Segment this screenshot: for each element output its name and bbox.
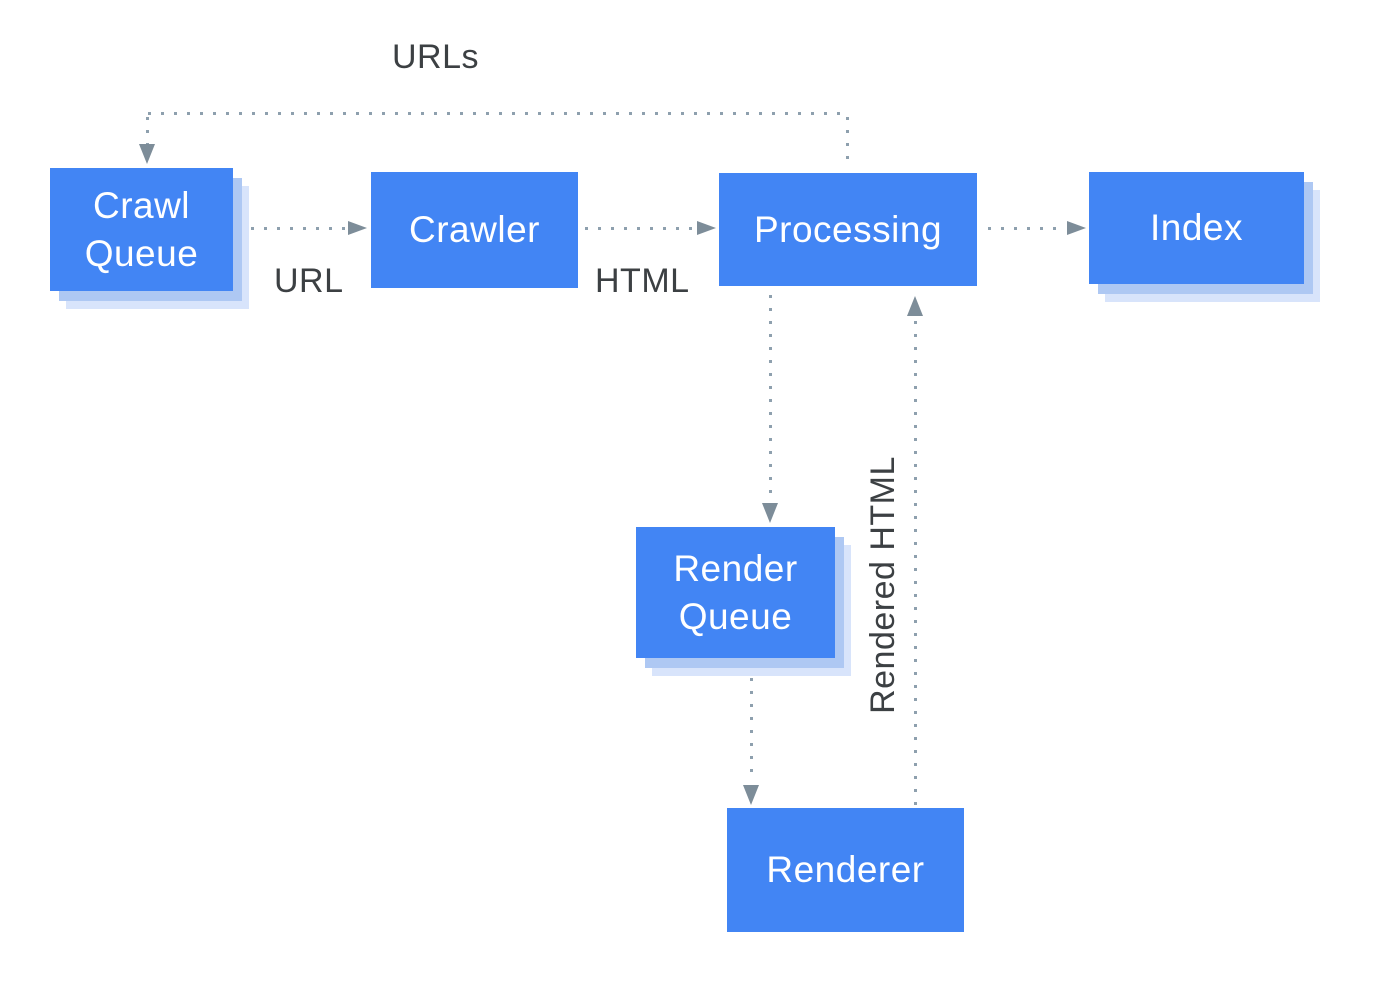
node-renderer-label: Renderer <box>766 849 925 891</box>
dotted-line-renderer-to-processing <box>914 321 917 805</box>
arrowhead-up-into-processing-icon <box>907 296 923 316</box>
arrowhead-right-into-processing-icon <box>697 221 716 235</box>
node-processing-label: Processing <box>753 208 943 250</box>
node-crawler: Crawler <box>371 172 578 288</box>
node-render-queue-label-line2: Queue <box>678 595 793 637</box>
arrowhead-right-into-crawler-icon <box>348 221 367 235</box>
node-index: Index <box>1089 172 1304 284</box>
dotted-line-from-processing-top-vertical <box>846 117 849 169</box>
edge-label-url: URL <box>274 262 344 300</box>
node-crawler-label: Crawler <box>409 209 540 251</box>
node-renderer: Renderer <box>727 808 964 932</box>
node-render-queue: Render Queue <box>636 527 835 658</box>
dotted-line-crawler-to-processing <box>585 227 695 230</box>
dotted-line-render-queue-to-renderer <box>750 678 753 782</box>
dotted-line-crawl-queue-to-crawler <box>251 227 346 230</box>
node-crawl-queue-label-line2: Queue <box>84 232 199 274</box>
edge-label-urls: URLs <box>392 38 480 76</box>
node-crawl-queue-label-line1: Crawl <box>92 185 191 227</box>
arrowhead-right-into-index-icon <box>1067 221 1086 235</box>
arrowhead-down-into-render-queue-icon <box>762 503 778 523</box>
edge-label-html: HTML <box>595 262 690 300</box>
dotted-line-processing-to-index <box>988 227 1066 230</box>
dotted-line-into-crawl-queue-vertical <box>146 117 149 144</box>
arrowhead-down-into-renderer-icon <box>743 785 759 805</box>
node-processing: Processing <box>719 173 977 286</box>
arrowhead-down-into-crawl-queue-icon <box>139 144 155 164</box>
node-crawl-queue: Crawl Queue <box>50 168 233 291</box>
node-render-queue-label-line1: Render <box>673 548 798 590</box>
dotted-line-processing-to-crawl-queue-horizontal <box>148 112 849 115</box>
dotted-line-processing-to-render-queue <box>769 295 772 502</box>
edge-label-rendered-html: Rendered HTML <box>864 456 902 714</box>
node-index-label: Index <box>1149 207 1243 249</box>
